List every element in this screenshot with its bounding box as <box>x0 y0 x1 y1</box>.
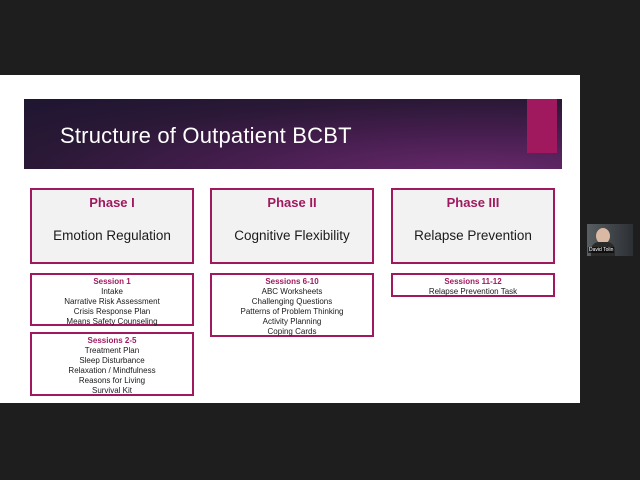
session-box-1: Session 1 Intake Narrative Risk Assessme… <box>30 273 194 326</box>
session-item: Intake <box>101 287 123 296</box>
phase-name: Cognitive Flexibility <box>234 228 350 243</box>
participant-head <box>596 228 610 244</box>
session-item: Coping Cards <box>267 327 317 336</box>
session-title: Sessions 11-12 <box>444 277 502 286</box>
slide-title: Structure of Outpatient BCBT <box>60 123 352 148</box>
accent-bar <box>527 99 557 153</box>
session-box-3: Sessions 6-10 ABC Worksheets Challenging… <box>210 273 374 337</box>
session-item: Sleep Disturbance <box>79 356 145 365</box>
session-item: ABC Worksheets <box>261 287 323 296</box>
session-item: Survival Kit <box>91 386 132 395</box>
phase-box-1: Phase I Emotion Regulation <box>30 188 194 264</box>
session-item: Means Safety Counseling <box>66 317 158 326</box>
session-box-4: Sessions 11-12 Relapse Prevention Task <box>391 273 555 297</box>
participant-name: David Tolin <box>588 247 615 253</box>
session-item: Crisis Response Plan <box>73 307 151 316</box>
phase-name: Emotion Regulation <box>53 228 171 243</box>
title-banner: Structure of Outpatient BCBT <box>24 99 562 169</box>
phase-name: Relapse Prevention <box>414 228 532 243</box>
phase-label: Phase I <box>89 195 135 210</box>
session-item: Treatment Plan <box>84 346 140 355</box>
session-title: Session 1 <box>93 277 131 286</box>
participant-video-thumbnail[interactable]: David Tolin <box>587 224 633 256</box>
phase-label: Phase II <box>267 195 317 210</box>
session-item: Activity Planning <box>262 317 322 326</box>
session-title: Sessions 6-10 <box>265 277 319 286</box>
session-title: Sessions 2-5 <box>87 336 137 345</box>
session-item: Patterns of Problem Thinking <box>240 307 344 316</box>
phase-label: Phase III <box>446 195 500 210</box>
phase-box-3: Phase III Relapse Prevention <box>391 188 555 264</box>
session-box-2: Sessions 2-5 Treatment Plan Sleep Distur… <box>30 332 194 396</box>
session-item: Relaxation / Mindfulness <box>68 366 156 375</box>
session-item: Challenging Questions <box>251 297 333 306</box>
session-item: Reasons for Living <box>78 376 146 385</box>
session-item: Narrative Risk Assessment <box>64 297 160 306</box>
session-item: Relapse Prevention Task <box>428 287 518 296</box>
presentation-slide: Structure of Outpatient BCBT Phase I Emo… <box>0 75 580 403</box>
phase-box-2: Phase II Cognitive Flexibility <box>210 188 374 264</box>
